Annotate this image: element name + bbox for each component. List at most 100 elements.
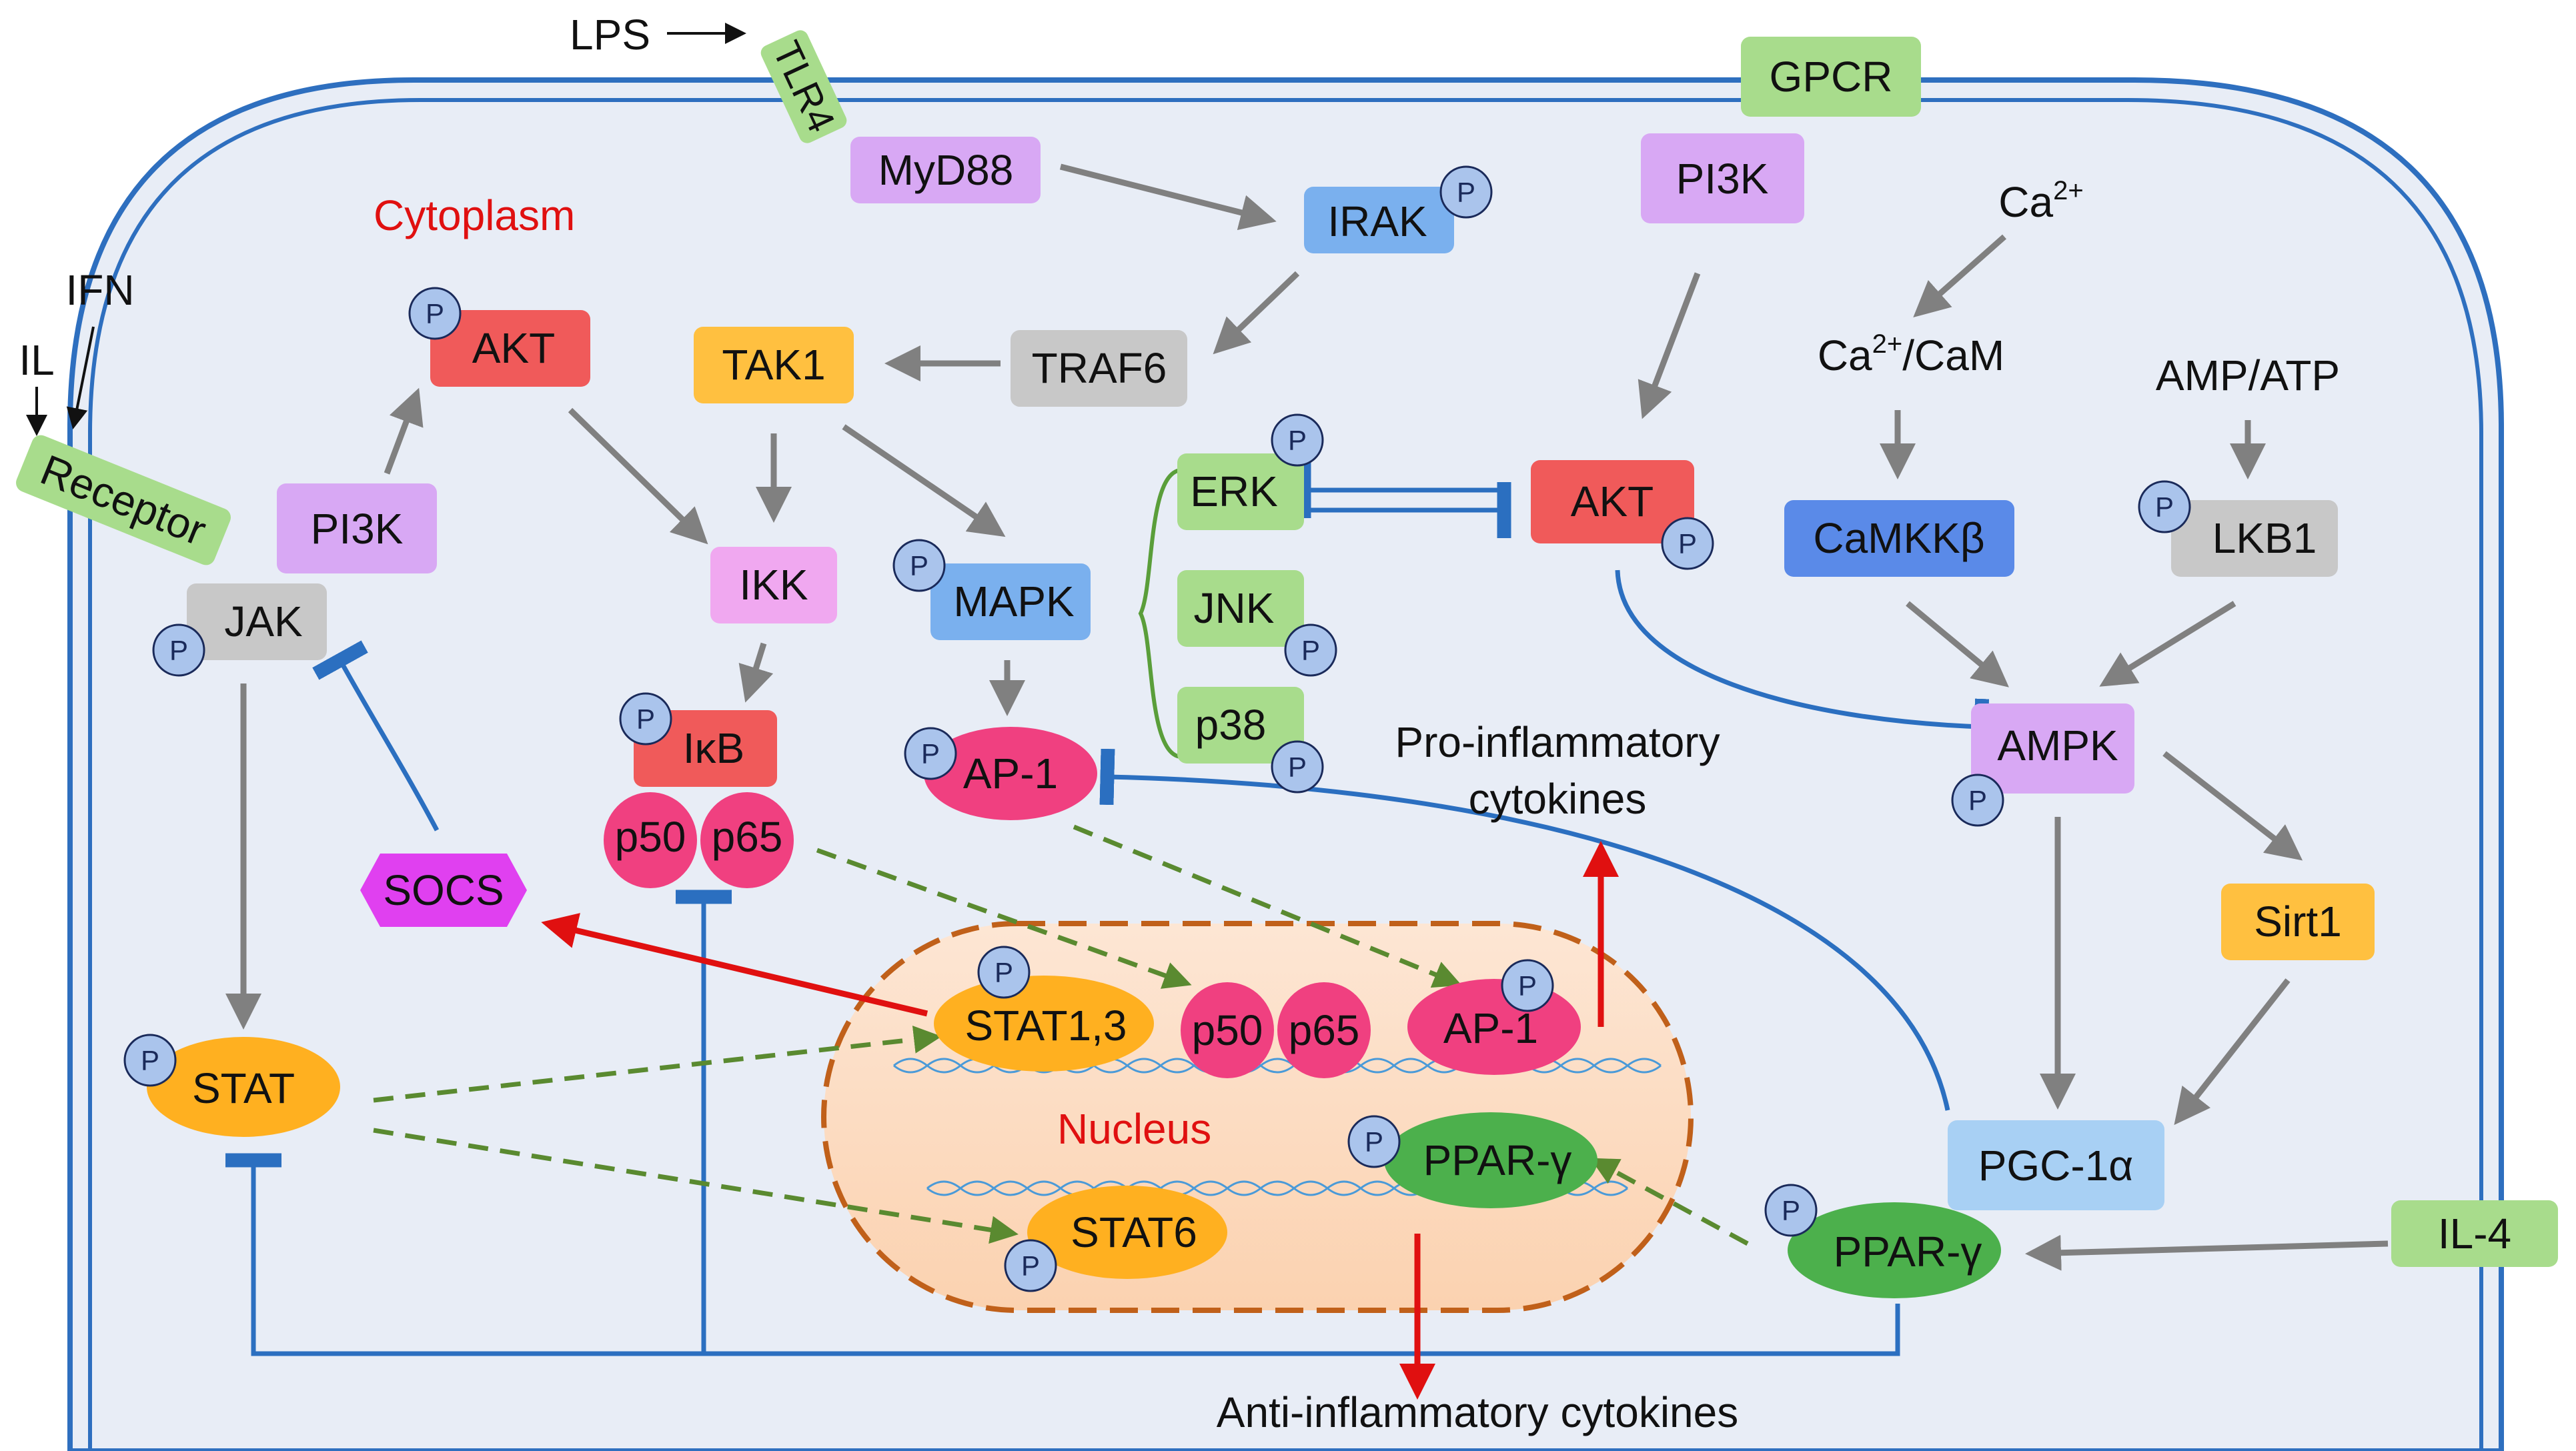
phospho-markers: P P P P P P P P P P P P P P P P P P (123, 165, 2191, 1292)
jak-node-shape (187, 583, 327, 660)
p65-label: p65 (712, 813, 783, 861)
phospho-ap1-nuc: P (1501, 959, 1554, 1012)
akt-left-label: AKT (472, 324, 555, 372)
camkkb-node-shape (1784, 500, 2014, 577)
phospho-stat: P (123, 1034, 177, 1087)
stat13-node-shape (934, 976, 1154, 1072)
pathway-nodes (16, 30, 2558, 1298)
p38-node-shape (1177, 687, 1304, 764)
pro-inflammatory-line2: cytokines (1469, 775, 1647, 823)
p50-node-shape (604, 792, 697, 888)
svg-text:P: P (995, 957, 1013, 988)
jak-label: JAK (224, 597, 302, 645)
ca2-label: Ca2+ (1998, 176, 2083, 226)
traf6-node-shape (1011, 330, 1187, 407)
svg-text:P: P (1518, 970, 1537, 1002)
nucleus-label: Nucleus (1057, 1105, 1211, 1153)
tlr4-node-shape (760, 30, 847, 143)
ap1-cyto-node-shape (924, 727, 1097, 820)
ikb-label: IκB (683, 724, 744, 772)
receptor-node-shape (16, 435, 231, 565)
ikk-label: IKK (739, 561, 808, 609)
translocation-arrows (373, 824, 1749, 1246)
svg-text:P: P (141, 1045, 159, 1076)
svg-text:P: P (1968, 785, 1987, 816)
sirt1-label: Sirt1 (2254, 898, 2342, 946)
mapk-label: MAPK (953, 577, 1074, 625)
phospho-akt-right: P (1661, 517, 1714, 570)
lkb1-node-shape (2171, 500, 2338, 577)
socs-label: SOCS (383, 866, 504, 914)
il4-node-shape (2391, 1200, 2558, 1267)
svg-text:P: P (1288, 752, 1307, 783)
phospho-stat6: P (1004, 1239, 1057, 1292)
ppar-nuc-node-shape (1384, 1112, 1597, 1208)
stat-node-shape (147, 1037, 340, 1137)
svg-text:P: P (1782, 1195, 1800, 1226)
phospho-jak: P (152, 623, 205, 677)
svg-text:P: P (636, 703, 655, 735)
svg-text:P: P (2155, 491, 2174, 523)
pgc1a-label: PGC-1α (1978, 1142, 2134, 1190)
akt-right-node-shape (1531, 460, 1694, 543)
output-arrows (541, 841, 1619, 1400)
cytoplasm-label: Cytoplasm (374, 191, 575, 239)
phospho-ppar-nuc: P (1347, 1115, 1401, 1168)
amp-atp-label: AMP/ATP (2156, 351, 2340, 399)
svg-text:P: P (1021, 1250, 1040, 1282)
svg-text:P: P (1678, 528, 1697, 559)
svg-text:P: P (1288, 425, 1307, 456)
p50-label: p50 (615, 813, 686, 861)
gpcr-label: GPCR (1770, 53, 1893, 101)
traf6-label: TRAF6 (1032, 344, 1167, 392)
jnk-node-shape (1177, 570, 1304, 647)
phospho-akt-left: P (408, 287, 462, 340)
cell-membrane-inner (88, 98, 2483, 1451)
phospho-mapk: P (892, 539, 946, 592)
svg-text:P: P (910, 550, 928, 581)
svg-text:P: P (921, 738, 940, 770)
p65-nuc-node-shape (1277, 982, 1371, 1078)
p65-node-shape (700, 792, 794, 888)
erk-label: ERK (1190, 467, 1278, 515)
phospho-ap1-cyto: P (904, 727, 957, 780)
phospho-erk: P (1271, 413, 1324, 467)
svg-text:P: P (169, 635, 188, 666)
camkkb-label: CaMKKβ (1813, 514, 1984, 562)
anti-inflammatory-label: Anti-inflammatory cytokines (1217, 1388, 1738, 1436)
ap1-cyto-label: AP-1 (963, 750, 1058, 798)
pi3k-top-label: PI3K (1676, 155, 1769, 203)
stat6-label: STAT6 (1071, 1208, 1197, 1256)
ap1-nuc-label: AP-1 (1443, 1004, 1538, 1052)
pro-inflammatory-line1: Pro-inflammatory (1395, 718, 1720, 766)
svg-text:P: P (426, 298, 444, 329)
p38-label: p38 (1195, 701, 1267, 749)
socs-node-shape (360, 854, 527, 927)
irak-node-shape (1304, 187, 1454, 253)
stimulus-arrows (26, 23, 746, 436)
stat13-label: STAT1,3 (964, 1002, 1127, 1050)
jnk-label: JNK (1194, 584, 1275, 632)
svg-text:P: P (1365, 1126, 1383, 1158)
gpcr-node-shape (1741, 37, 1921, 117)
activation-arrows (225, 163, 2389, 1271)
ppar-cyto-node-shape (1788, 1202, 2001, 1298)
ppar-nuc-label: PPAR-γ (1423, 1136, 1572, 1184)
p65-nuc-label: p65 (1289, 1006, 1360, 1054)
il4-label: IL-4 (2438, 1210, 2511, 1258)
mapk-family-brace (1138, 468, 1181, 759)
phospho-p38: P (1271, 740, 1324, 794)
pgc1a-node-shape (1948, 1120, 2164, 1210)
svg-text:P: P (1301, 635, 1320, 666)
il-label: IL (19, 336, 54, 384)
ca2-cam-label: Ca2+/CaM (1818, 329, 2004, 379)
tak1-label: TAK1 (722, 341, 825, 389)
lps-label: LPS (570, 11, 650, 59)
phospho-ikb: P (619, 692, 672, 746)
sirt1-node-shape (2221, 884, 2375, 960)
ikk-node-shape (710, 547, 837, 623)
svg-text:P: P (1457, 177, 1475, 208)
myd88-node-shape (850, 137, 1041, 203)
pi3k-top-node-shape (1641, 133, 1804, 223)
